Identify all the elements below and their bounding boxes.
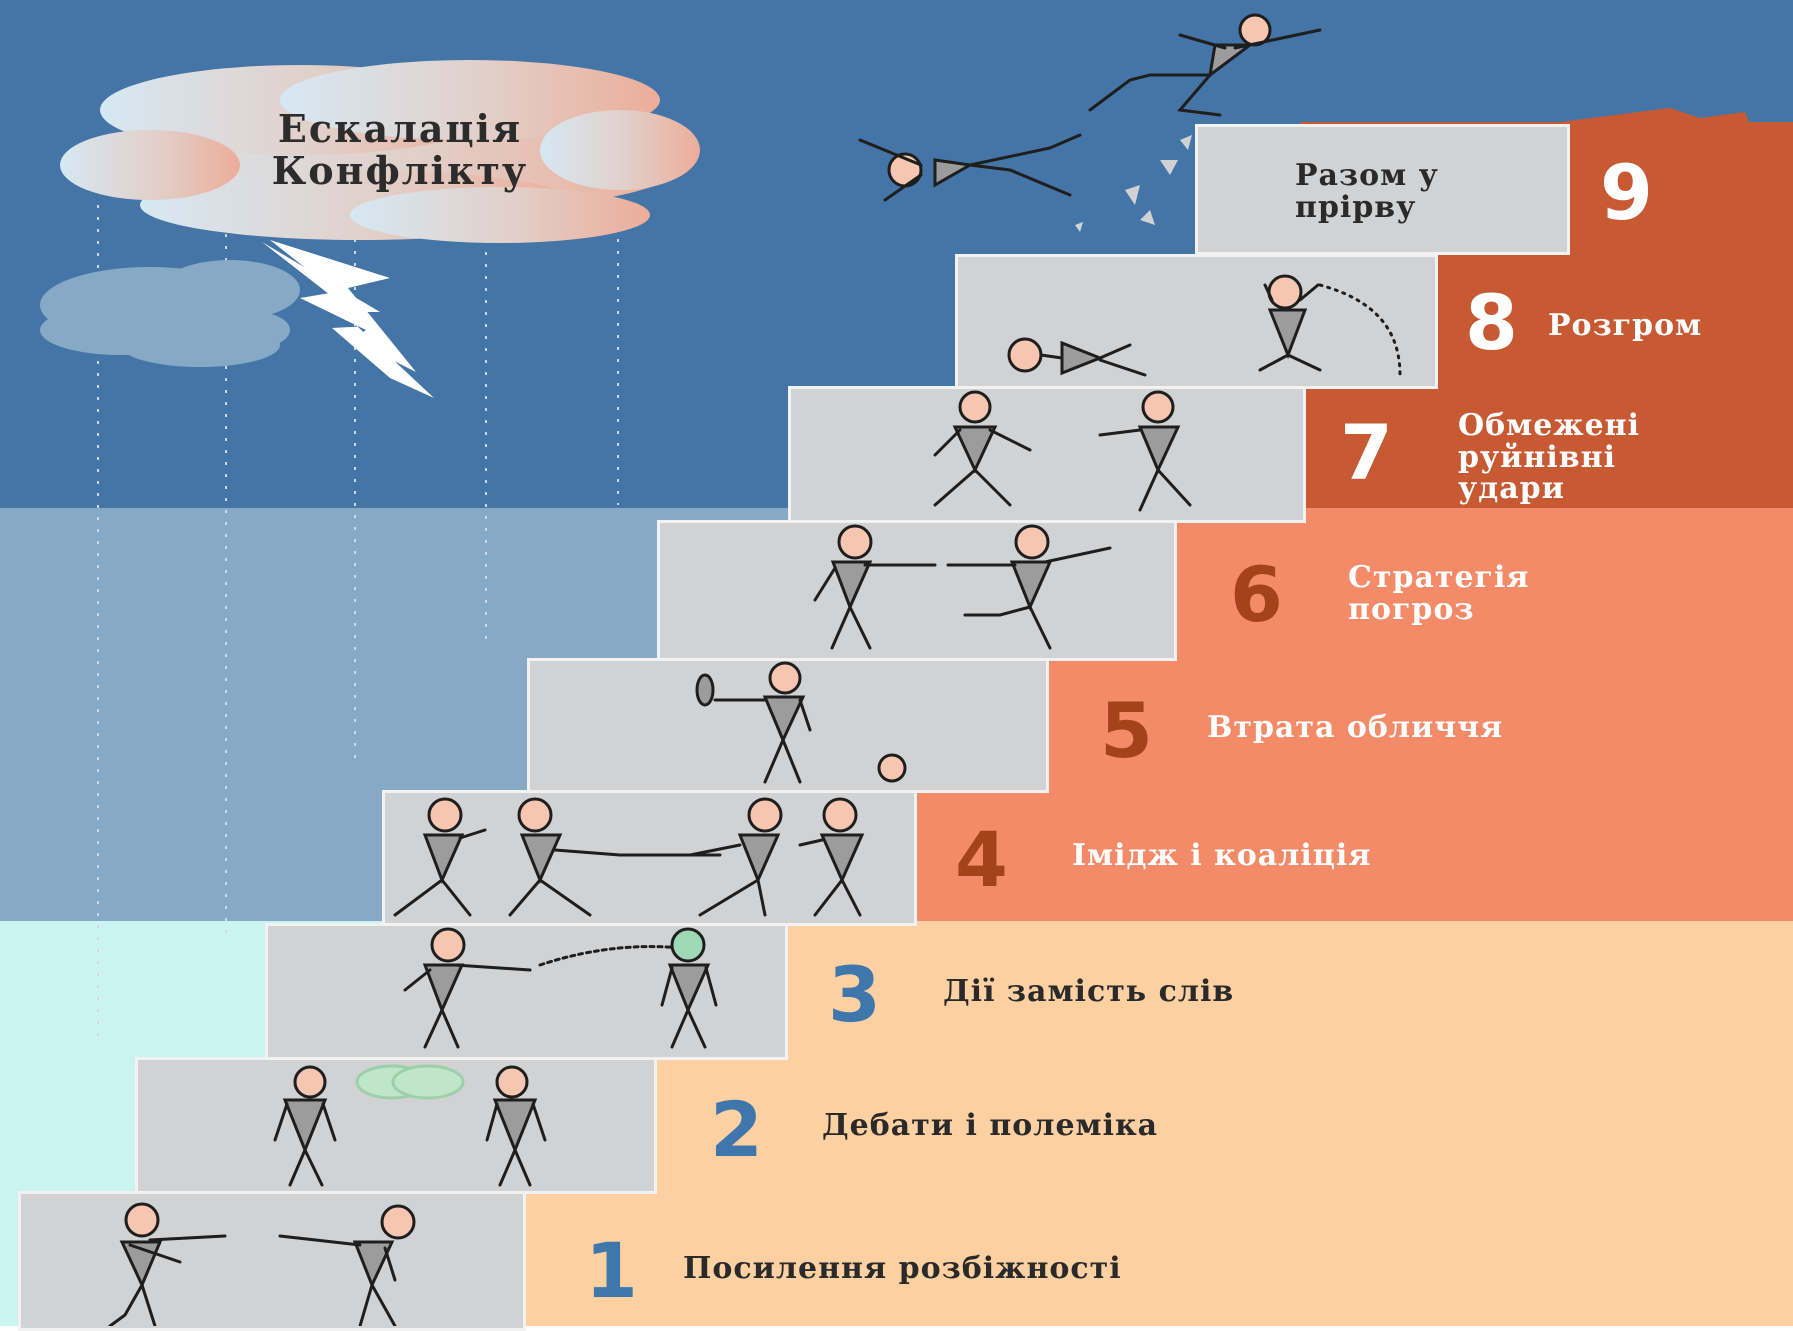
stick-figure-icon <box>695 661 812 784</box>
lightning-icon <box>270 240 416 372</box>
stick-figure-icon <box>508 797 622 917</box>
stick-figure-icon <box>273 1065 337 1187</box>
stick-figure-icon <box>393 797 487 917</box>
stick-figure-icon <box>946 524 1112 650</box>
stick-figure-icon <box>1088 13 1322 117</box>
step-number-3: 3 <box>828 950 881 1039</box>
stick-figure-icon <box>660 927 718 1049</box>
stick-figure-icon <box>813 524 937 650</box>
step-label-4: Імідж і коаліція <box>1072 838 1372 873</box>
step-number-2: 2 <box>710 1085 763 1174</box>
stick-figure-icon <box>1098 390 1192 512</box>
step-number-9: 9 <box>1600 148 1653 237</box>
step-label-9: Разом у прірву <box>1295 158 1439 225</box>
stick-figure-icon <box>485 1065 547 1187</box>
step-label-6: Стратегія погроз <box>1348 560 1530 627</box>
step-number-7: 7 <box>1340 408 1393 497</box>
stick-figure-icon <box>403 927 532 1049</box>
step-panel-6 <box>657 520 1177 661</box>
step-label-8: Розгром <box>1548 308 1703 343</box>
step-number-4: 4 <box>955 815 1008 904</box>
stick-figure-icon <box>798 797 865 917</box>
step-label-3: Дії замість слів <box>943 974 1235 1009</box>
stick-figure-icon <box>1258 274 1322 372</box>
step-panel-9 <box>1195 124 1570 255</box>
step-number-5: 5 <box>1100 686 1153 775</box>
stick-figure-icon <box>278 1204 416 1326</box>
step-label-1: Посилення розбіжності <box>683 1251 1122 1286</box>
cloud-icon <box>60 60 700 243</box>
step-number-1: 1 <box>585 1226 638 1315</box>
step-label-7: Обмежені руйнівні удари <box>1458 408 1641 506</box>
stick-figure-icon <box>108 1202 227 1326</box>
step-number-8: 8 <box>1465 278 1518 367</box>
step-panel-1 <box>18 1191 526 1331</box>
page-title: Ескалація Конфлікту <box>271 106 529 193</box>
stick-figure-icon <box>688 797 783 917</box>
stick-figure-icon <box>933 390 1032 507</box>
step-panel-7 <box>788 386 1306 523</box>
rain-cloud-icon <box>40 260 300 367</box>
step-label-2: Дебати і полеміка <box>822 1108 1159 1143</box>
stick-figure-icon <box>1007 337 1147 377</box>
step-number-6: 6 <box>1230 550 1283 639</box>
stick-figure-icon <box>858 133 1082 202</box>
step-label-5: Втрата обличчя <box>1207 710 1504 745</box>
